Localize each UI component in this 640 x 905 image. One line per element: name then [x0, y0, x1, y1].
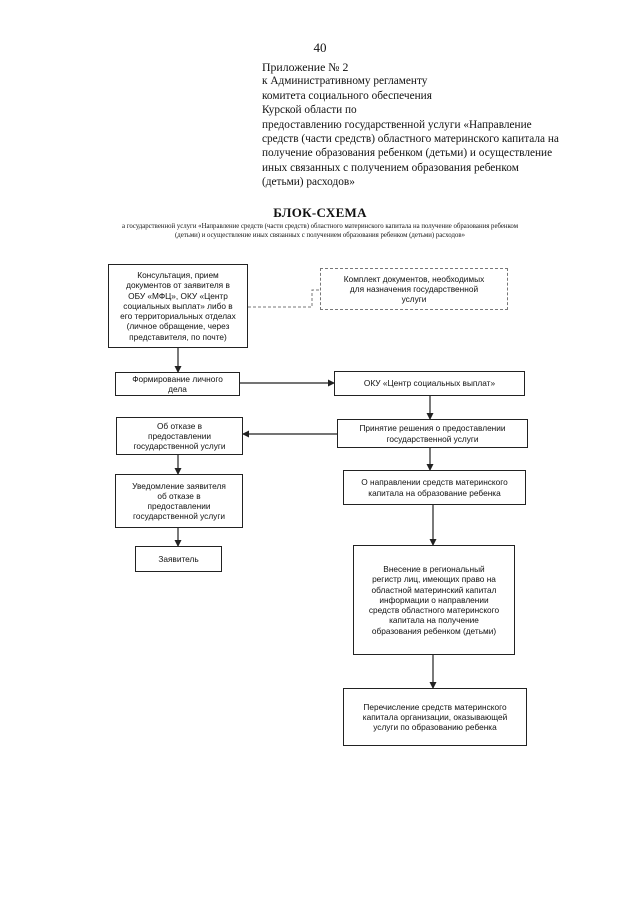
box-line: об отказе в	[157, 490, 201, 501]
box-line: капитала на получение	[389, 615, 479, 626]
appendix-header: Приложение № 2 к Административному регла…	[262, 60, 602, 190]
appendix-line: Курской области по	[262, 104, 357, 117]
box-line: О направлении средств материнского	[361, 477, 508, 488]
box-line: капитала организации, оказывающей	[362, 711, 508, 722]
box-line: Принятие решения о предоставлении	[359, 423, 506, 434]
box-line: услуги	[401, 294, 427, 305]
box-line: услуги по образованию ребенка	[373, 722, 497, 733]
box-line: государственной услуги	[386, 433, 479, 444]
box-line: представителя, по почте)	[129, 331, 227, 342]
box-line: для назначения государственной	[349, 283, 479, 294]
box-applicant: Заявитель	[135, 546, 222, 572]
box-personal-file: Формирование личного дела	[115, 372, 240, 396]
box-line: регистр лиц, имеющих право на	[372, 574, 496, 585]
box-line: ОБУ «МФЦ», ОКУ «Центр	[128, 290, 228, 301]
box-documents: Комплект документов, необходимых для наз…	[320, 268, 508, 310]
box-line: документов от заявителя в	[126, 280, 230, 291]
box-register: Внесение в региональный регистр лиц, име…	[353, 545, 515, 655]
box-line: капитала на образование ребенка	[368, 487, 501, 498]
box-line: его территориальных отделах	[120, 311, 236, 322]
box-line: дела	[168, 384, 187, 394]
box-line: предоставлении	[148, 430, 211, 441]
appendix-line: (детьми) расходов»	[262, 176, 355, 189]
box-line: Об отказе в	[156, 420, 203, 431]
appendix-line: комитета социального обеспечения	[262, 89, 432, 102]
scheme-title: БЛОК-СХЕМА	[273, 205, 367, 220]
box-line: предоставлении	[147, 501, 211, 511]
box-line: информации о направлении	[379, 594, 489, 605]
box-line: (личное обращение, через	[126, 321, 230, 332]
appendix-line: средств (части средств) областного матер…	[262, 133, 559, 146]
box-line: Комплект документов, необходимых	[343, 273, 485, 284]
appendix-line: Приложение № 2	[262, 60, 349, 74]
box-line: Формирование личного	[132, 373, 223, 384]
box-line: Уведомление заявителя	[132, 480, 226, 491]
box-line: государственной услуги	[133, 441, 226, 452]
box-line: Консультация, прием	[137, 270, 219, 281]
scheme-subtitle-line: (детьми) и осуществление иных связанных …	[175, 232, 465, 239]
page-number: 40	[313, 40, 327, 55]
box-line: образования ребенком (детьми)	[371, 625, 497, 636]
box-refusal: Об отказе в предоставлении государственн…	[116, 417, 243, 455]
appendix-line: получение образования ребенком (детьми) …	[262, 147, 553, 160]
appendix-line: предоставлению государственной услуги «Н…	[262, 118, 532, 131]
box-transfer: Перечисление средств материнского капита…	[343, 688, 527, 746]
box-notification: Уведомление заявителя об отказе в предос…	[115, 474, 243, 528]
box-line: ОКУ «Центр социальных выплат»	[363, 378, 496, 389]
box-line: областной материнский капитал	[371, 584, 497, 595]
box-line: Заявитель	[158, 553, 199, 564]
box-line: средств областного материнского	[368, 605, 500, 616]
appendix-line: к Административному регламенту	[262, 75, 428, 88]
box-consultation: Консультация, прием документов от заявит…	[108, 264, 248, 348]
box-line: Внесение в региональный	[383, 564, 485, 575]
box-line: социальных выплат» либо в	[123, 300, 233, 311]
box-line: Перечисление средств материнского	[363, 701, 507, 712]
box-decision: Принятие решения о предоставлении госуда…	[337, 419, 528, 448]
box-line: государственной услуги	[132, 511, 225, 522]
box-direction: О направлении средств материнского капит…	[343, 470, 526, 505]
scheme-subtitle-line: а государственной услуги «Направление ср…	[121, 223, 519, 230]
box-center: ОКУ «Центр социальных выплат»	[334, 371, 525, 396]
appendix-line: иных связанных с получением образования …	[262, 161, 519, 174]
scheme-subtitle: а государственной услуги «Направление ср…	[20, 222, 620, 240]
connector-consultation-documents	[248, 289, 320, 308]
